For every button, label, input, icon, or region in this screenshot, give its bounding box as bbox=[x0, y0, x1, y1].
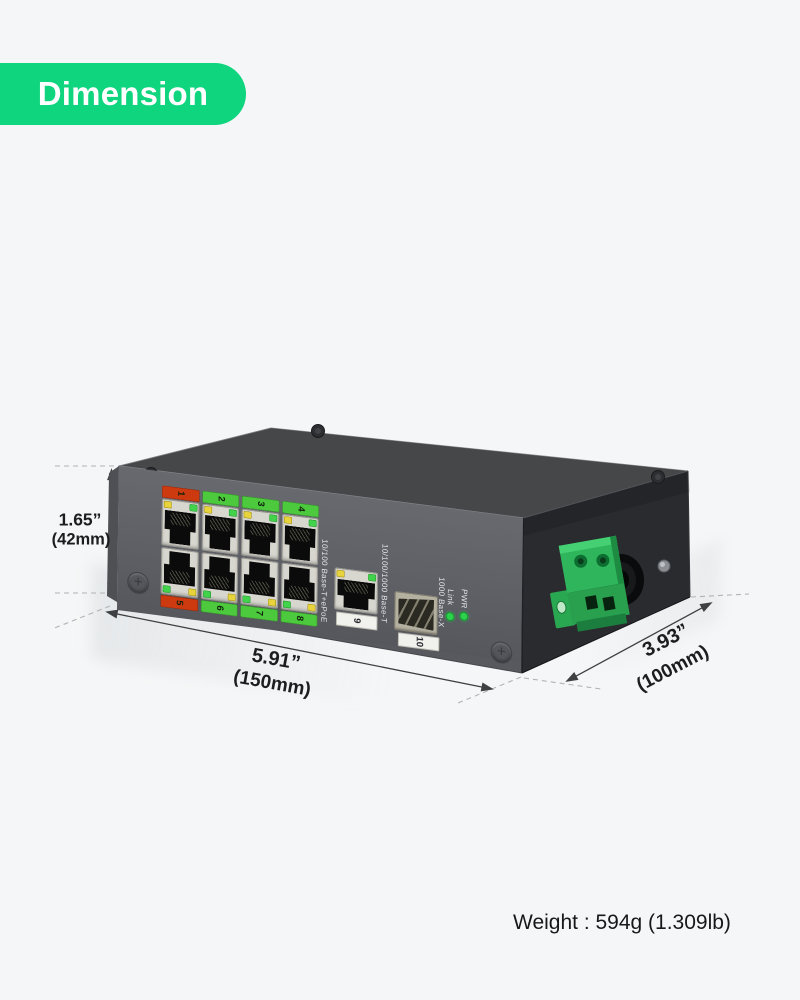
depth-arrowhead-left bbox=[565, 671, 579, 682]
terminal-block-connector bbox=[550, 535, 630, 632]
width-arrowhead-right bbox=[480, 682, 494, 692]
port-led-yellow bbox=[187, 587, 196, 596]
depth-extension-left bbox=[523, 677, 602, 690]
rj45-port-6 bbox=[200, 551, 239, 604]
sfp-port-caption: 1000 Base-X bbox=[436, 576, 447, 629]
port-led-green bbox=[282, 599, 291, 608]
rj45-opening bbox=[284, 565, 315, 602]
port-number: 2 bbox=[215, 495, 227, 503]
link-led bbox=[445, 610, 455, 622]
rj45-port-5 bbox=[160, 546, 199, 598]
dimension-badge-label: Dimension bbox=[37, 75, 209, 112]
depth-extension-right bbox=[690, 593, 750, 598]
port-led-yellow bbox=[307, 603, 316, 612]
uplink-port-caption: 10/100/1000 Base-T bbox=[379, 543, 390, 624]
rj45-pins bbox=[344, 582, 368, 595]
chassis-top-face bbox=[119, 428, 688, 518]
rj45-opening bbox=[164, 550, 195, 587]
rj45-opening bbox=[337, 579, 375, 612]
rj45-pins bbox=[250, 523, 270, 537]
chassis-left-face bbox=[107, 466, 119, 602]
dimension-lines bbox=[51, 465, 750, 704]
port-led-yellow bbox=[163, 500, 172, 509]
port-led-green bbox=[268, 514, 277, 523]
port-led-yellow bbox=[243, 510, 252, 519]
depth-arrow bbox=[574, 606, 704, 678]
rj45-pins bbox=[290, 528, 310, 542]
port-number: 5 bbox=[173, 599, 185, 607]
weight-label: Weight : 594g (1.309lb) bbox=[513, 911, 731, 934]
rj45-port-9 bbox=[334, 567, 379, 615]
rj45-opening bbox=[204, 515, 235, 552]
depth-arrowhead-right bbox=[699, 602, 713, 613]
poe-ports-caption: 10/100 Base-T+ePoE bbox=[319, 538, 330, 624]
rj45-opening bbox=[164, 510, 195, 547]
port-led-yellow bbox=[267, 598, 276, 607]
width-arrowhead-left bbox=[105, 609, 119, 619]
rj45-pins bbox=[170, 512, 190, 526]
sfp-port-10 bbox=[394, 591, 439, 636]
rj45-opening bbox=[284, 525, 315, 562]
port-9-plate: 9 bbox=[335, 611, 378, 631]
rj45-opening bbox=[244, 560, 275, 597]
rj45-port-7 bbox=[240, 556, 279, 609]
chassis-right-face-shade bbox=[523, 471, 690, 536]
port-led-green bbox=[308, 519, 317, 528]
width-extension-left bbox=[51, 605, 111, 630]
port-number: 8 bbox=[293, 615, 305, 622]
link-led-label: Link bbox=[445, 588, 455, 606]
rj45-pins bbox=[209, 575, 229, 589]
rj45-port-4 bbox=[281, 513, 319, 566]
pwr-led bbox=[458, 610, 468, 621]
rj45-pins bbox=[169, 570, 189, 584]
side-screw-icon bbox=[657, 559, 671, 573]
port-number: 9 bbox=[351, 617, 363, 625]
port-led-yellow bbox=[283, 516, 292, 525]
rj45-port-8 bbox=[280, 561, 318, 614]
rj45-opening bbox=[204, 555, 235, 592]
port-led-green bbox=[242, 594, 251, 603]
port-led-yellow bbox=[227, 592, 236, 601]
height-dimension-inches: 1.65” bbox=[58, 509, 102, 530]
width-extension-right bbox=[457, 676, 522, 704]
height-dimension-metric: (42mm) bbox=[51, 530, 111, 549]
port-number: 6 bbox=[213, 604, 225, 612]
rj45-port-1 bbox=[161, 498, 199, 550]
port-number: 4 bbox=[295, 505, 306, 513]
dimension-badge: Dimension bbox=[0, 63, 246, 125]
port-led-green bbox=[188, 503, 197, 512]
sfp-cage-opening bbox=[398, 595, 434, 630]
port-led-green bbox=[368, 573, 377, 582]
port-number: 3 bbox=[255, 500, 267, 508]
port-led-yellow bbox=[336, 569, 345, 578]
front-screw-icon: + bbox=[127, 570, 150, 596]
screw-icon bbox=[311, 424, 325, 438]
screw-icon bbox=[651, 470, 665, 484]
port-number: 10 bbox=[413, 635, 425, 648]
port-led-green bbox=[228, 509, 237, 517]
rj45-pins bbox=[289, 585, 309, 599]
port-led-green bbox=[202, 589, 211, 598]
port-led-green bbox=[162, 584, 171, 593]
rj45-pins bbox=[249, 580, 269, 594]
rj45-opening bbox=[244, 520, 275, 557]
rj45-port-2 bbox=[201, 503, 239, 555]
pwr-led-label: PWR bbox=[459, 588, 469, 610]
port-number: 7 bbox=[253, 610, 265, 617]
width-arrow bbox=[115, 613, 483, 688]
rj45-port-3 bbox=[241, 508, 279, 561]
port-led-yellow bbox=[203, 505, 212, 514]
port-number: 1 bbox=[175, 490, 187, 498]
rj45-pins bbox=[210, 518, 230, 532]
